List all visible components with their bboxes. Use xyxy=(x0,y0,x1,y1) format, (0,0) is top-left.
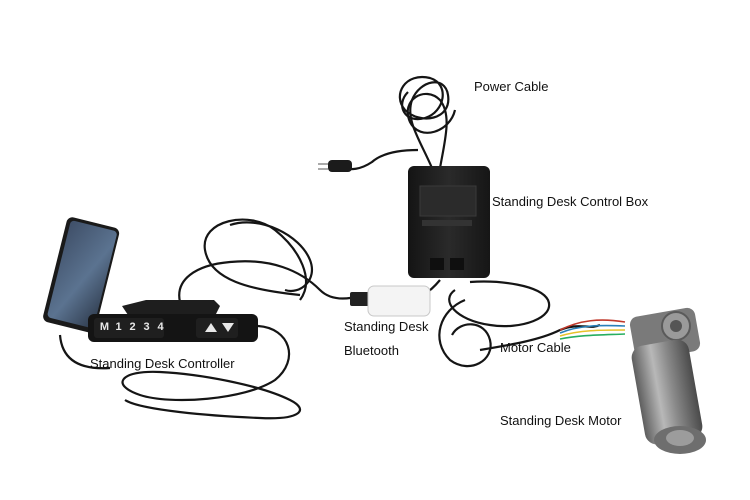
label-power-cable: Power Cable xyxy=(474,79,549,94)
power-cable xyxy=(344,75,457,171)
control-box xyxy=(408,166,490,278)
label-motor-cable: Motor Cable xyxy=(500,340,571,355)
smartphone xyxy=(43,217,120,333)
motor-wires xyxy=(559,319,626,340)
label-control-box: Standing Desk Control Box xyxy=(492,194,649,209)
arrow-up-icon[interactable] xyxy=(205,323,217,332)
controller-key-2[interactable]: 2 xyxy=(129,321,136,333)
desk-controller xyxy=(88,300,258,342)
label-bluetooth-line1: Standing Desk xyxy=(344,319,429,334)
controller-key-1[interactable]: 1 xyxy=(115,321,122,333)
label-controller: Standing Desk Controller xyxy=(90,356,235,371)
label-bluetooth-line2: Bluetooth xyxy=(344,343,399,358)
controller-key-4[interactable]: 4 xyxy=(157,321,164,333)
controller-cable xyxy=(178,218,441,303)
bluetooth-dongle xyxy=(350,285,431,317)
desk-motor xyxy=(629,307,706,454)
power-plug xyxy=(318,160,352,172)
arrow-down-icon[interactable] xyxy=(222,323,234,332)
label-motor: Standing Desk Motor xyxy=(500,413,622,428)
controller-usb-cable xyxy=(58,324,302,420)
controller-key-m[interactable]: M xyxy=(99,321,110,333)
controller-key-3[interactable]: 3 xyxy=(143,321,150,333)
